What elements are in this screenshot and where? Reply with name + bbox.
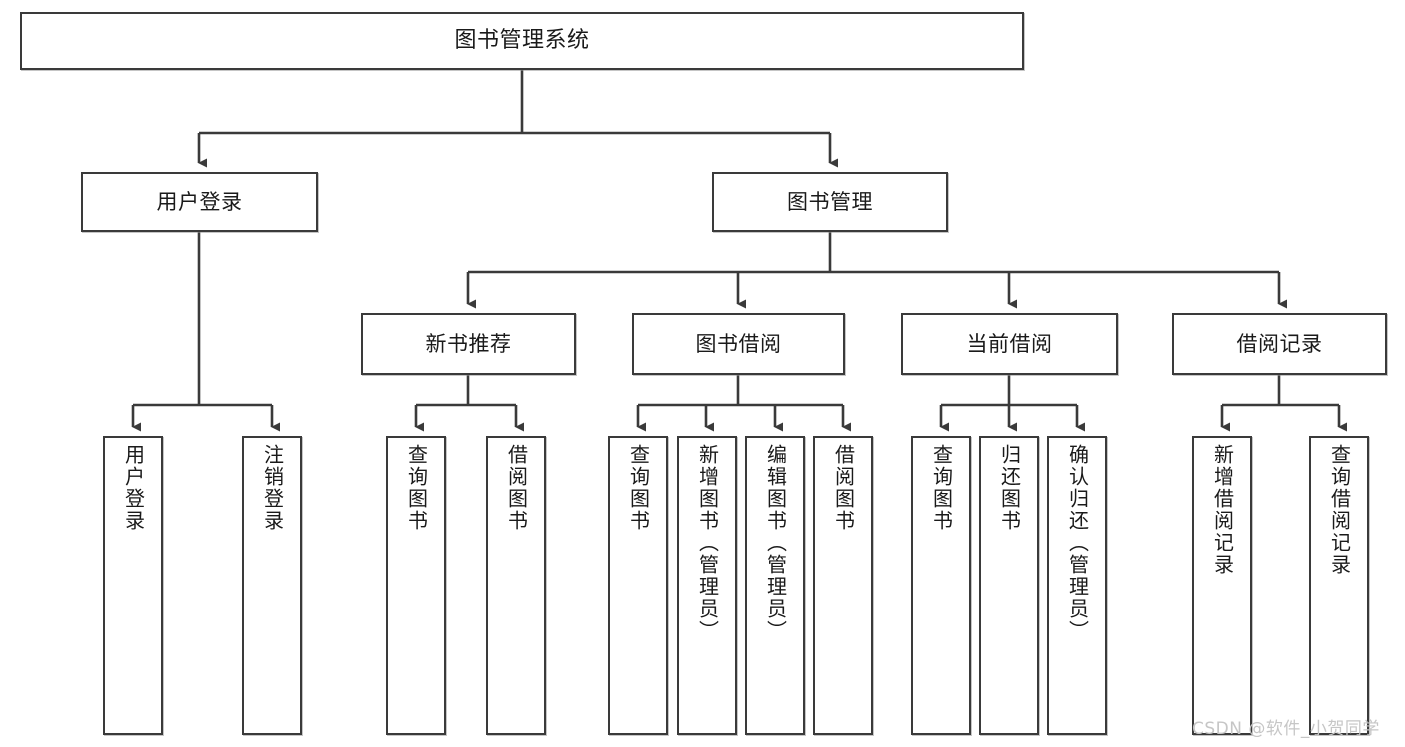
node-leaf-return-book-label: 归还图书	[997, 444, 1022, 532]
node-leaf-borrow-book-1[interactable]: 借阅图书	[486, 436, 546, 735]
node-new-book-recommend[interactable]: 新书推荐	[361, 313, 576, 375]
node-leaf-return-book[interactable]: 归还图书	[979, 436, 1039, 735]
node-book-borrow-label: 图书借阅	[695, 331, 782, 356]
node-leaf-query-book-2-label: 查询图书	[626, 444, 651, 532]
node-leaf-query-book-1[interactable]: 查询图书	[386, 436, 446, 735]
node-leaf-user-login[interactable]: 用户登录	[103, 436, 163, 735]
node-leaf-add-book[interactable]: 新增图书（管理员）	[677, 436, 737, 735]
node-leaf-query-book-3-label: 查询图书	[929, 444, 954, 532]
node-leaf-confirm-return-label: 确认归还（管理员）	[1065, 444, 1090, 642]
node-leaf-add-book-label: 新增图书（管理员）	[695, 444, 720, 642]
node-leaf-borrow-book-2-label: 借阅图书	[831, 444, 856, 532]
node-root-label: 图书管理系统	[454, 28, 590, 54]
node-user-login[interactable]: 用户登录	[81, 172, 318, 232]
csdn-watermark: CSDN @软件_小贺同学	[1192, 719, 1380, 739]
node-leaf-query-record-label: 查询借阅记录	[1327, 444, 1352, 576]
node-book-manage[interactable]: 图书管理	[712, 172, 948, 232]
node-new-book-recommend-label: 新书推荐	[425, 331, 512, 356]
node-borrow-record[interactable]: 借阅记录	[1172, 313, 1387, 375]
node-leaf-query-book-1-label: 查询图书	[404, 444, 429, 532]
node-current-borrow-label: 当前借阅	[966, 331, 1053, 356]
node-root[interactable]: 图书管理系统	[20, 12, 1024, 70]
node-leaf-confirm-return[interactable]: 确认归还（管理员）	[1047, 436, 1107, 735]
node-leaf-logout-login[interactable]: 注销登录	[242, 436, 302, 735]
node-leaf-borrow-book-2[interactable]: 借阅图书	[813, 436, 873, 735]
node-leaf-borrow-book-1-label: 借阅图书	[504, 444, 529, 532]
node-leaf-query-record[interactable]: 查询借阅记录	[1309, 436, 1369, 735]
node-leaf-query-book-2[interactable]: 查询图书	[608, 436, 668, 735]
node-leaf-edit-book-label: 编辑图书（管理员）	[763, 444, 788, 642]
node-leaf-logout-login-label: 注销登录	[260, 444, 285, 532]
node-current-borrow[interactable]: 当前借阅	[901, 313, 1118, 375]
node-leaf-add-record-label: 新增借阅记录	[1210, 444, 1235, 576]
node-leaf-edit-book[interactable]: 编辑图书（管理员）	[745, 436, 805, 735]
node-leaf-query-book-3[interactable]: 查询图书	[911, 436, 971, 735]
node-leaf-user-login-label: 用户登录	[121, 444, 146, 532]
node-book-manage-label: 图书管理	[787, 189, 873, 214]
node-leaf-add-record[interactable]: 新增借阅记录	[1192, 436, 1252, 735]
node-user-login-label: 用户登录	[156, 189, 243, 214]
node-book-borrow[interactable]: 图书借阅	[632, 313, 845, 375]
node-borrow-record-label: 借阅记录	[1236, 331, 1323, 356]
